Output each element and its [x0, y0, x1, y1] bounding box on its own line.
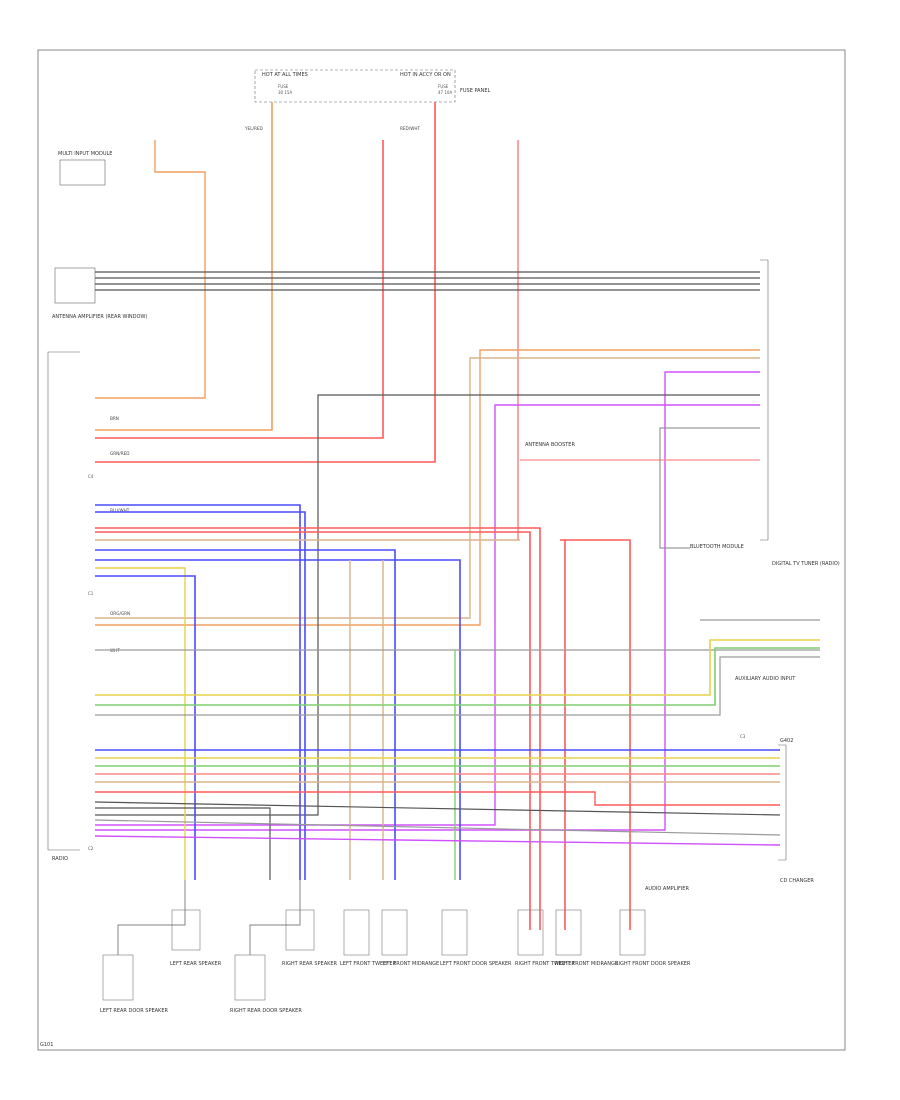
bluetooth-label: BLUETOOTH MODULE: [690, 544, 744, 550]
multi-input-module: MULTI INPUT MODULE: [58, 151, 112, 186]
speaker-right-rear-door-label: RIGHT REAR DOOR SPEAKER: [230, 1008, 302, 1014]
wire-fuse-b-red2: [95, 140, 384, 439]
cd-changer-label: CD CHANGER: [780, 878, 814, 884]
antenna-booster-label: ANTENNA BOOSTER: [525, 442, 575, 448]
wire-mim-orange: [95, 140, 206, 399]
wire-yellow-1: [95, 567, 186, 880]
wire-red-low: [95, 791, 780, 806]
speaker-left-rear-door: LEFT REAR DOOR SPEAKER: [100, 954, 168, 1014]
connector-c4: C4: [88, 474, 94, 479]
wire-gray-bus2: [95, 656, 820, 716]
speaker-left-front-door: LEFT FRONT DOOR SPEAKER: [440, 909, 512, 967]
speaker-right-rear: RIGHT REAR SPEAKER: [282, 909, 338, 967]
antenna-amplifier-label: ANTENNA AMPLIFIER (REAR WINDOW): [52, 314, 147, 320]
wire-tuner-gray: [659, 427, 760, 549]
speaker-left-front-door-label: LEFT FRONT DOOR SPEAKER: [440, 961, 512, 967]
speaker-left-front-mid: LEFT FRONT MIDRANGE: [380, 909, 439, 967]
wire-red-1: [95, 527, 541, 930]
speaker-right-front-tweeter-label: RIGHT FRONT TWEETER: [515, 961, 575, 967]
speaker-right-rear-door: RIGHT REAR DOOR SPEAKER: [230, 954, 302, 1014]
fuse-a-number: 30 15A: [278, 90, 292, 95]
wire-blue-4: [95, 559, 461, 880]
wire-label-brn: BRN: [110, 416, 119, 421]
fuse-block-right-label: HOT IN ACCY OR ON: [400, 72, 451, 78]
speaker-left-rear-door-label: LEFT REAR DOOR SPEAKER: [100, 1008, 168, 1014]
wire-blue-3: [95, 549, 396, 880]
fuse-block: HOT AT ALL TIMES HOT IN ACCY OR ON FUSE …: [254, 69, 490, 103]
wire-label-blu-wht: BLU/WHT: [110, 508, 130, 513]
wire-label-grn-red: GRN/RED: [110, 451, 129, 456]
wire-fuse-b-red: [95, 102, 436, 463]
speaker-right-front-door-label: RIGHT FRONT DOOR SPEAKER: [615, 961, 691, 967]
speaker-left-front-tweeter: LEFT FRONT TWEETER: [340, 909, 397, 967]
wire-yellow-bus: [95, 639, 820, 696]
connector-c2: C2: [88, 846, 94, 851]
aux-input-label: AUXILIARY AUDIO INPUT: [735, 676, 796, 682]
wire-rr-door: [249, 880, 301, 955]
wire-violet-low: [94, 835, 781, 846]
speaker-right-front-mid-label: RIGHT FRONT MIDRANGE: [555, 961, 618, 967]
wire-fuse-a-yellow: [95, 102, 273, 431]
wire-tuner-orange: [95, 349, 760, 626]
multi-input-label: MULTI INPUT MODULE: [58, 151, 112, 157]
radio-label: RADIO: [52, 856, 68, 862]
bluetooth-module: BLUETOOTH MODULE: [690, 544, 744, 550]
wire-lr-door: [117, 880, 186, 955]
aux-input-module: AUXILIARY AUDIO INPUT: [735, 676, 796, 682]
speaker-left-front-tweeter-label: LEFT FRONT TWEETER: [340, 961, 397, 967]
audio-amplifier-label: AUDIO AMPLIFIER: [645, 886, 689, 892]
diagram-frame: [37, 49, 846, 1051]
fuse-b-number: 47 10A: [438, 90, 452, 95]
ground-g402: G402: [780, 738, 793, 744]
wire-green-bus: [95, 647, 820, 706]
antenna-booster: ANTENNA BOOSTER: [525, 442, 575, 448]
fuse-a-label: FUSE: [278, 84, 289, 89]
digital-tv-tuner: DIGITAL TV TUNER (RADIO): [760, 259, 840, 567]
wire-red-3: [560, 539, 631, 930]
cd-changer: CD CHANGER: [778, 744, 814, 884]
wire-blue-1: [95, 504, 301, 880]
fuse-block-label: HOT AT ALL TIMES: [262, 72, 308, 78]
fuse-b-label: FUSE: [438, 84, 449, 89]
speaker-left-front-mid-label: LEFT FRONT MIDRANGE: [380, 961, 439, 967]
wire-label-red-wht: RED/WHT: [400, 126, 420, 131]
ground-g101: G101: [40, 1042, 53, 1048]
wire-black-low: [94, 801, 781, 816]
speaker-right-front-door: RIGHT FRONT DOOR SPEAKER: [615, 909, 691, 967]
wires: [94, 102, 820, 955]
speaker-right-rear-label: RIGHT REAR SPEAKER: [282, 961, 338, 967]
wire-black-low2: [95, 807, 271, 880]
speaker-left-rear-label: LEFT REAR SPEAKER: [170, 961, 222, 967]
speaker-left-rear: LEFT REAR SPEAKER: [170, 909, 222, 967]
wire-red-2: [95, 531, 531, 930]
speaker-right-front-tweeter: RIGHT FRONT TWEETER: [515, 909, 575, 967]
speaker-right-front-mid: RIGHT FRONT MIDRANGE: [555, 909, 618, 967]
wire-tuner-violet2: [95, 404, 760, 826]
wire-tuner-violet: [95, 371, 760, 831]
radio-unit: RADIO: [47, 351, 80, 862]
wire-tuner-orange2: [95, 357, 760, 619]
wire-label-org-grn: ORG/GRN: [110, 611, 130, 616]
wire-blue-5: [95, 575, 196, 880]
wire-tuner-black: [95, 394, 760, 816]
connector-c3: C3: [740, 734, 746, 739]
connector-c1: C1: [88, 591, 94, 596]
wire-label-yel-red: YEL/RED: [244, 126, 263, 131]
digital-tv-tuner-label: DIGITAL TV TUNER (RADIO): [772, 561, 840, 567]
fuse-panel-label: FUSE PANEL: [460, 88, 490, 94]
audio-amplifier: AUDIO AMPLIFIER: [645, 886, 689, 892]
antenna-amplifier: ANTENNA AMPLIFIER (REAR WINDOW): [52, 267, 147, 320]
wire-gray-low: [94, 819, 781, 836]
